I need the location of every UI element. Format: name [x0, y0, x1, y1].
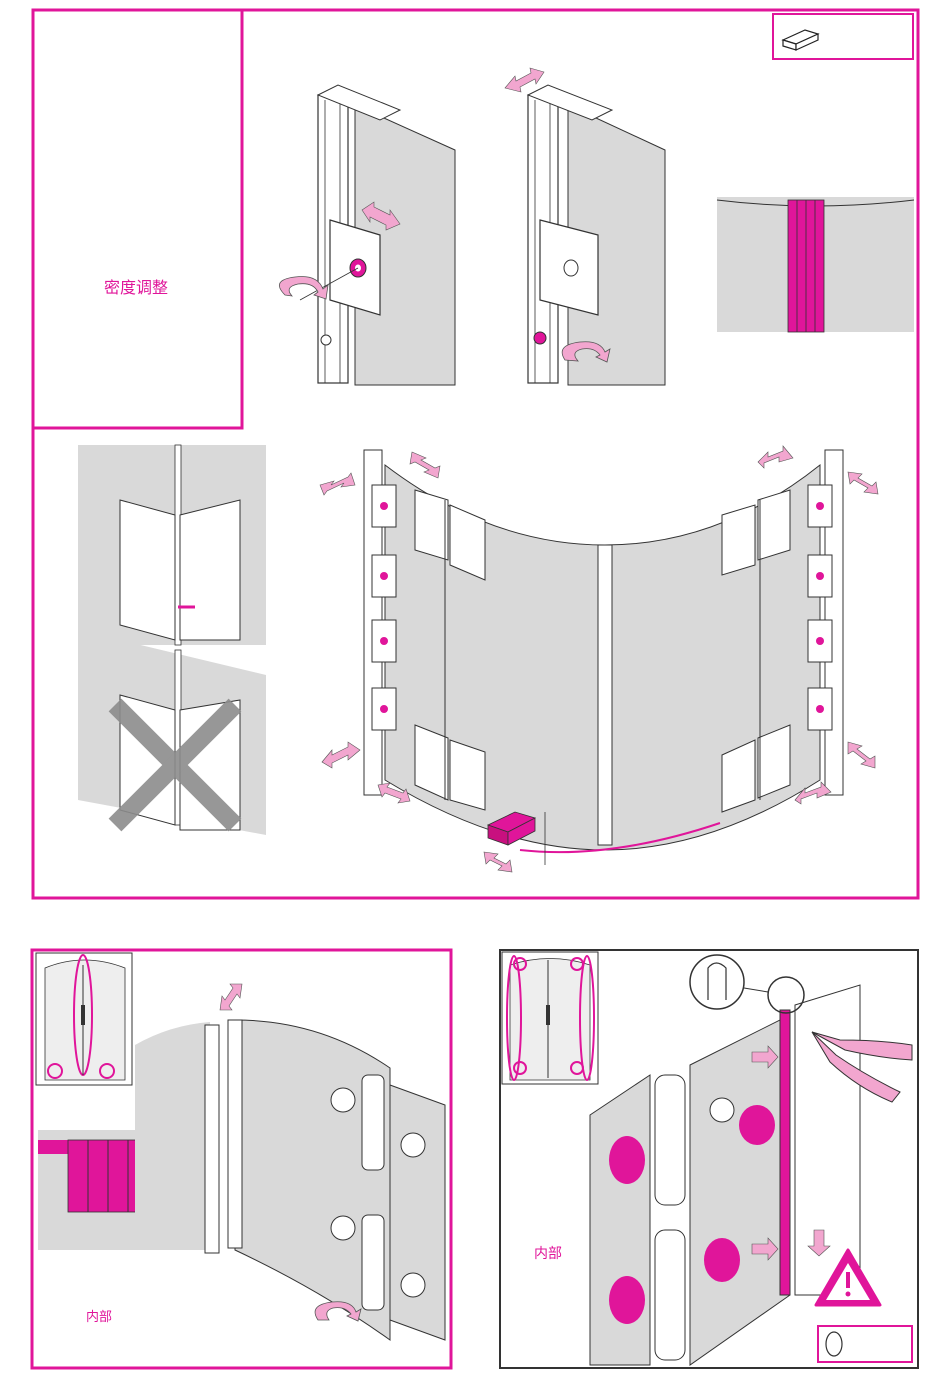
door-gap-wrong-view [78, 630, 266, 835]
spacer-block-icon [773, 14, 913, 59]
side-box-frame [33, 10, 242, 428]
hinge-closeup [135, 1020, 445, 1340]
door-gap-correct-view [78, 445, 266, 645]
density-adjust-label: 密度调整 [104, 274, 168, 298]
bottom-right-illustration [480, 940, 950, 1378]
magnifier-detail [690, 955, 804, 1013]
enclosure-thumbnail [36, 953, 132, 1085]
top-instruction-panel: 密度调整 [0, 0, 950, 910]
top-panel-illustration [0, 0, 950, 910]
inside-label: 内部 [534, 1243, 562, 1263]
profile-bracket-step-2 [528, 85, 665, 385]
profile-bracket-step-1 [300, 85, 455, 385]
seal-detail-view [717, 197, 914, 332]
bottom-right-panel: 内部 [480, 940, 950, 1378]
bottom-left-panel: 内部 [0, 940, 470, 1378]
double-arrow-icon [220, 984, 242, 1010]
bottom-left-illustration [0, 940, 470, 1378]
curved-enclosure-assembly [364, 450, 843, 865]
oval-icon [818, 1326, 912, 1362]
enclosure-thumbnail-right [502, 952, 598, 1084]
inside-label: 内部 [86, 1306, 112, 1325]
